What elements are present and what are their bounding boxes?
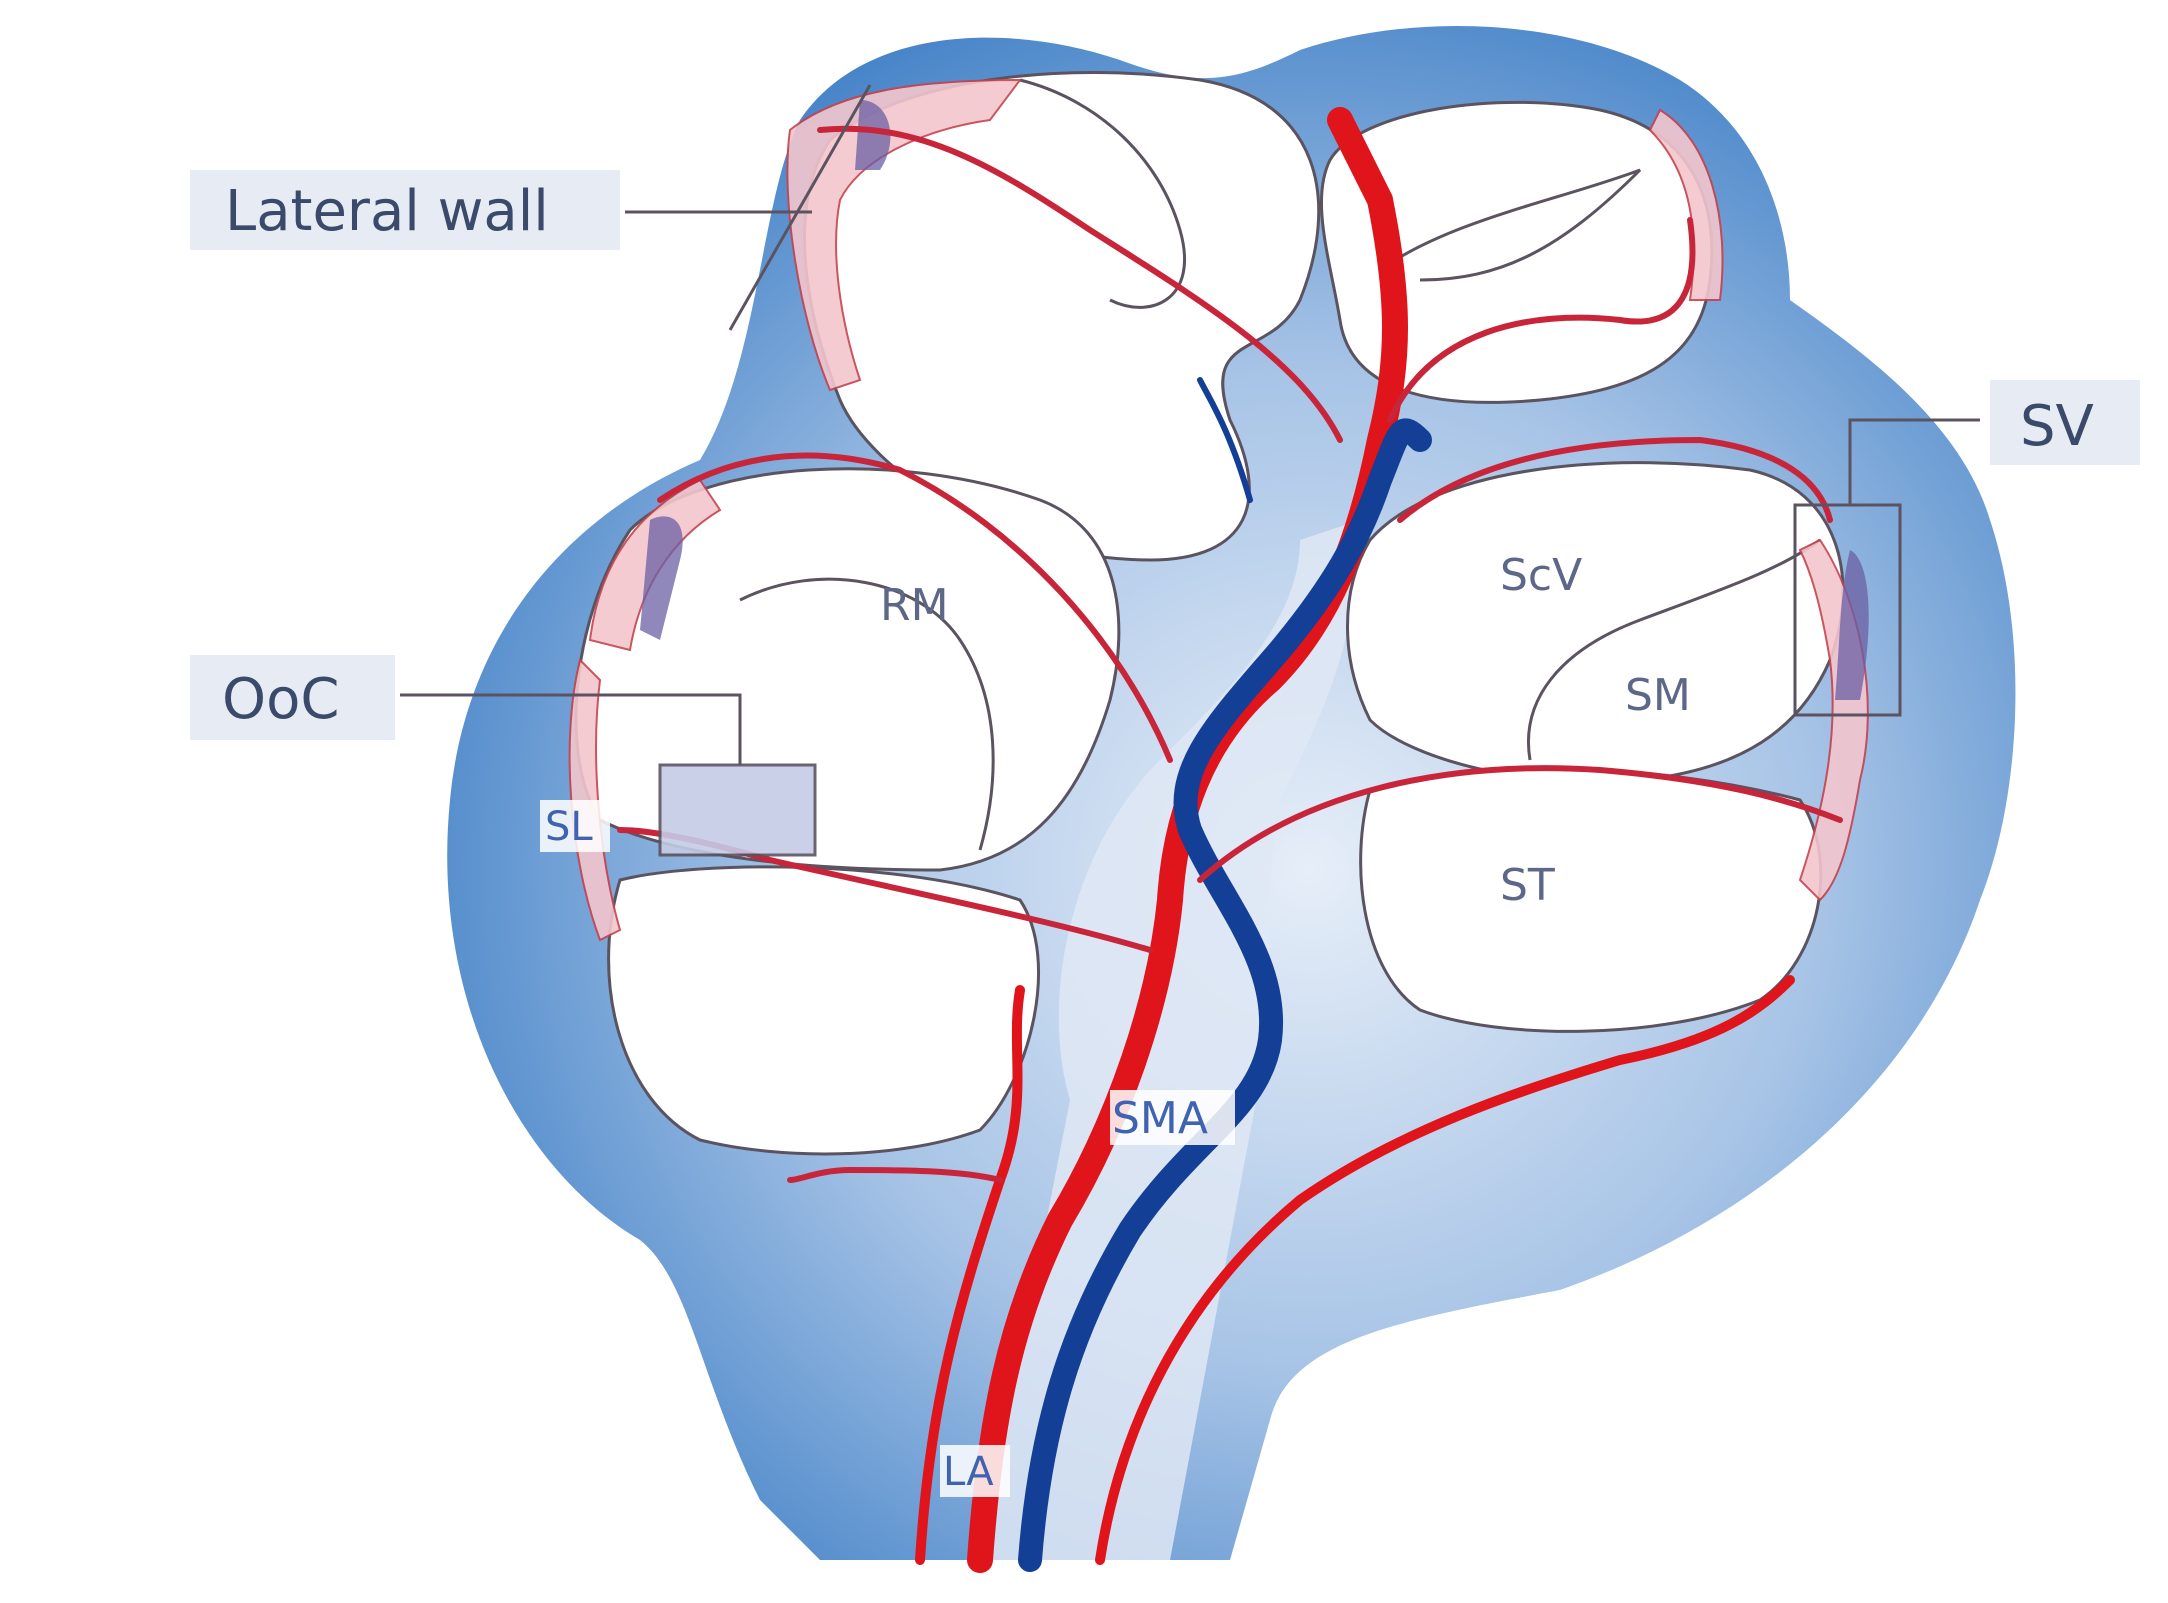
- st-label: ST: [1500, 860, 1555, 911]
- upper-left-cavity: [803, 71, 1321, 562]
- rm-label: RM: [880, 580, 949, 631]
- modiolus: [980, 520, 1360, 1560]
- sma-label-bg: [1110, 1090, 1235, 1145]
- la-label: LA: [943, 1449, 994, 1495]
- ooc-label-bg: [190, 655, 395, 740]
- artery-branch-upper-left: [817, 125, 1343, 443]
- sma-label: SMA: [1112, 1093, 1208, 1144]
- lateral-wall-label: Lateral wall: [225, 179, 549, 244]
- sv-label: SV: [2020, 394, 2094, 459]
- scala-media-line: [1527, 538, 1821, 761]
- lower-left-cavity: [607, 865, 1040, 1156]
- artery-branch-lower-right: [1197, 765, 1843, 883]
- upper-right-inner-line: [1379, 168, 1642, 282]
- vein-branch-upper: [1197, 377, 1253, 503]
- artery-branch-middle-right: [1397, 436, 1833, 523]
- artery-left-outer: [915, 985, 1025, 1565]
- scv-label: ScV: [1500, 550, 1582, 601]
- sv-leader: [1848, 418, 1980, 505]
- lateral-wall-label-bg: [190, 170, 620, 250]
- vessels: [617, 107, 1843, 1573]
- lower-right-cavity: [1359, 767, 1823, 1033]
- sm-label: SM: [1625, 670, 1691, 721]
- modiolar-vein: [1018, 418, 1432, 1572]
- lateral-wall-leader: [625, 84, 872, 331]
- sl-label: SL: [545, 804, 593, 850]
- middle-right-cavity: [1346, 461, 1845, 784]
- artery-right-outer: [1095, 975, 1795, 1565]
- la-label-bg: [940, 1445, 1010, 1497]
- artery-branch-middle-left: [657, 452, 1173, 763]
- ooc-label: OoC: [222, 667, 339, 732]
- ooc-leader: [400, 693, 742, 765]
- sv-box: [1793, 503, 1902, 717]
- sl-label-bg: [540, 800, 610, 852]
- stria-vascularis-dark: [640, 100, 1869, 700]
- reissners-membrane-line: [739, 577, 995, 851]
- artery-branch-lower-left-2: [787, 1166, 1003, 1183]
- artery-branch-upper-right: [1387, 217, 1696, 423]
- upper-left-inner-line: [1019, 78, 1187, 309]
- ooc-box: [658, 763, 817, 857]
- sv-label-bg: [1990, 380, 2140, 465]
